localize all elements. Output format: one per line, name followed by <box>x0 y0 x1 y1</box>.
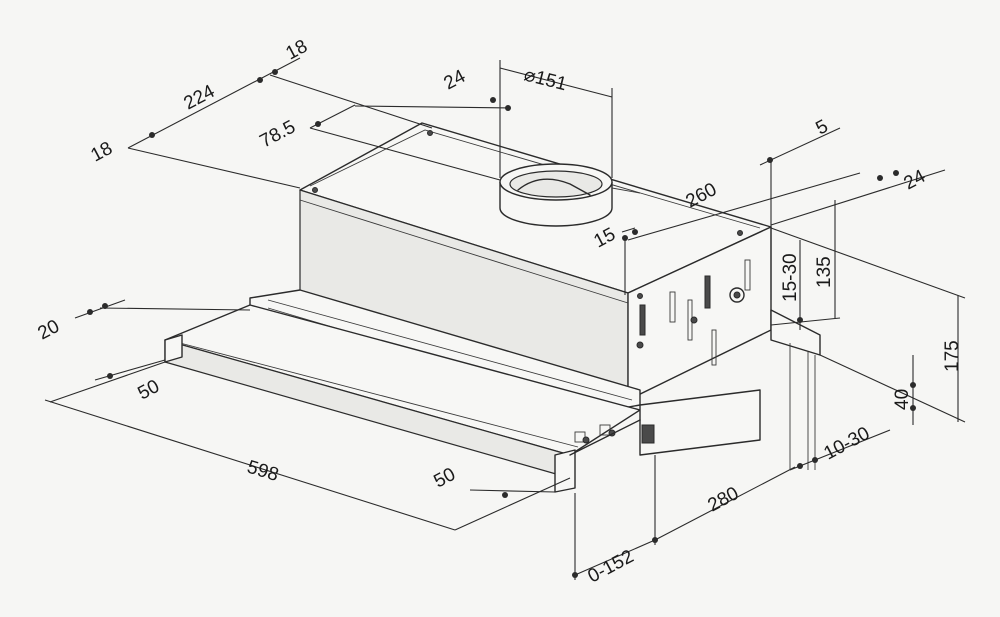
dim-line-10-30 <box>789 429 891 471</box>
tick-6 <box>505 105 511 111</box>
dim-line-24-top <box>354 105 511 109</box>
outlet-flange <box>611 187 641 194</box>
tick-8 <box>877 175 883 181</box>
slot-3 <box>704 275 711 309</box>
screw-4 <box>637 293 643 299</box>
label-20: 20 <box>34 316 63 344</box>
switch-icon <box>641 424 655 444</box>
screw-2 <box>312 187 318 193</box>
slot-1 <box>639 304 646 336</box>
control-box <box>639 389 761 456</box>
tick-1 <box>149 132 155 138</box>
tray-inner-line <box>179 342 579 448</box>
label-40: 40 <box>892 389 913 410</box>
clip-2 <box>599 424 611 436</box>
dim-line-50-bottom <box>469 489 556 493</box>
tick-4 <box>315 121 321 127</box>
dim-line-24-right <box>770 169 946 226</box>
ext-175-bottom <box>819 354 966 423</box>
tick-18 <box>572 572 578 578</box>
label-50-left: 50 <box>134 376 163 404</box>
tick-5 <box>490 97 496 103</box>
label-598: 598 <box>245 457 281 486</box>
tick-7 <box>767 157 773 163</box>
label-15-30: 15-30 <box>780 253 801 302</box>
dim-line-5 <box>759 127 841 166</box>
edge-line <box>299 199 629 304</box>
clip-screw-1 <box>582 436 590 444</box>
cable-gland-centre <box>733 291 741 299</box>
side-bracket <box>770 309 821 470</box>
tick-2 <box>257 77 263 83</box>
ext-left-1 <box>127 147 301 189</box>
label-50-bottom: 50 <box>430 464 459 492</box>
tray-edge <box>569 419 641 456</box>
slot-6 <box>711 329 717 366</box>
tick-21 <box>107 373 113 379</box>
outlet-flap <box>517 178 591 196</box>
tick-16 <box>812 457 818 463</box>
duct-outlet <box>499 163 641 227</box>
end-cap-left <box>164 334 183 363</box>
tick-19 <box>87 309 93 315</box>
end-cap-right <box>554 449 576 493</box>
bracket-plate <box>770 309 821 356</box>
telescopic-tray <box>164 289 761 493</box>
label-24-top: 24 <box>440 66 469 95</box>
ext-left-2 <box>269 74 433 129</box>
tick-20 <box>102 303 108 309</box>
outlet-inner <box>509 170 603 198</box>
ext-598-left <box>49 361 166 403</box>
dim-line-260 <box>627 172 861 241</box>
label-24-right: 24 <box>900 166 929 195</box>
slot-4 <box>744 259 751 291</box>
label-diameter: ⌀151 <box>522 64 569 95</box>
label-18-top: 18 <box>282 36 311 64</box>
ext-785 <box>309 127 501 181</box>
screw-1 <box>427 130 433 136</box>
label-18-left: 18 <box>87 138 116 166</box>
label-78-5: 78.5 <box>256 117 299 153</box>
ext-50-left <box>94 359 166 381</box>
label-224: 224 <box>180 81 218 115</box>
ext-598-right <box>454 477 571 531</box>
dim-line-0-152 <box>574 539 656 576</box>
tick-13 <box>910 382 916 388</box>
dim-line-280 <box>654 466 796 541</box>
tick-9 <box>893 170 899 176</box>
rail-line-1 <box>267 299 633 401</box>
hole-2 <box>636 341 644 349</box>
ext-175-top <box>770 227 966 299</box>
tick-3 <box>272 69 278 75</box>
screw-3 <box>737 230 743 236</box>
label-5: 5 <box>812 116 831 140</box>
label-10-30: 10-30 <box>820 423 873 464</box>
slot-2 <box>669 291 676 323</box>
label-175: 175 <box>942 340 963 372</box>
tick-11 <box>632 229 638 235</box>
tick-14 <box>910 405 916 411</box>
dim-line-20 <box>74 299 126 319</box>
label-135: 135 <box>814 256 835 288</box>
dim-line-598 <box>44 399 456 531</box>
ext-135 <box>770 317 841 326</box>
dim-line-top-chain <box>127 57 301 149</box>
tick-15 <box>797 463 803 469</box>
dim-line-15 <box>621 227 636 233</box>
tick-22 <box>502 492 508 498</box>
dimension-lines <box>44 57 966 580</box>
top-rim-line <box>309 129 761 229</box>
label-0-152: 0-152 <box>584 546 637 587</box>
dim-line-diameter <box>499 67 613 98</box>
ext-20 <box>99 307 251 311</box>
hole-1 <box>690 316 698 324</box>
